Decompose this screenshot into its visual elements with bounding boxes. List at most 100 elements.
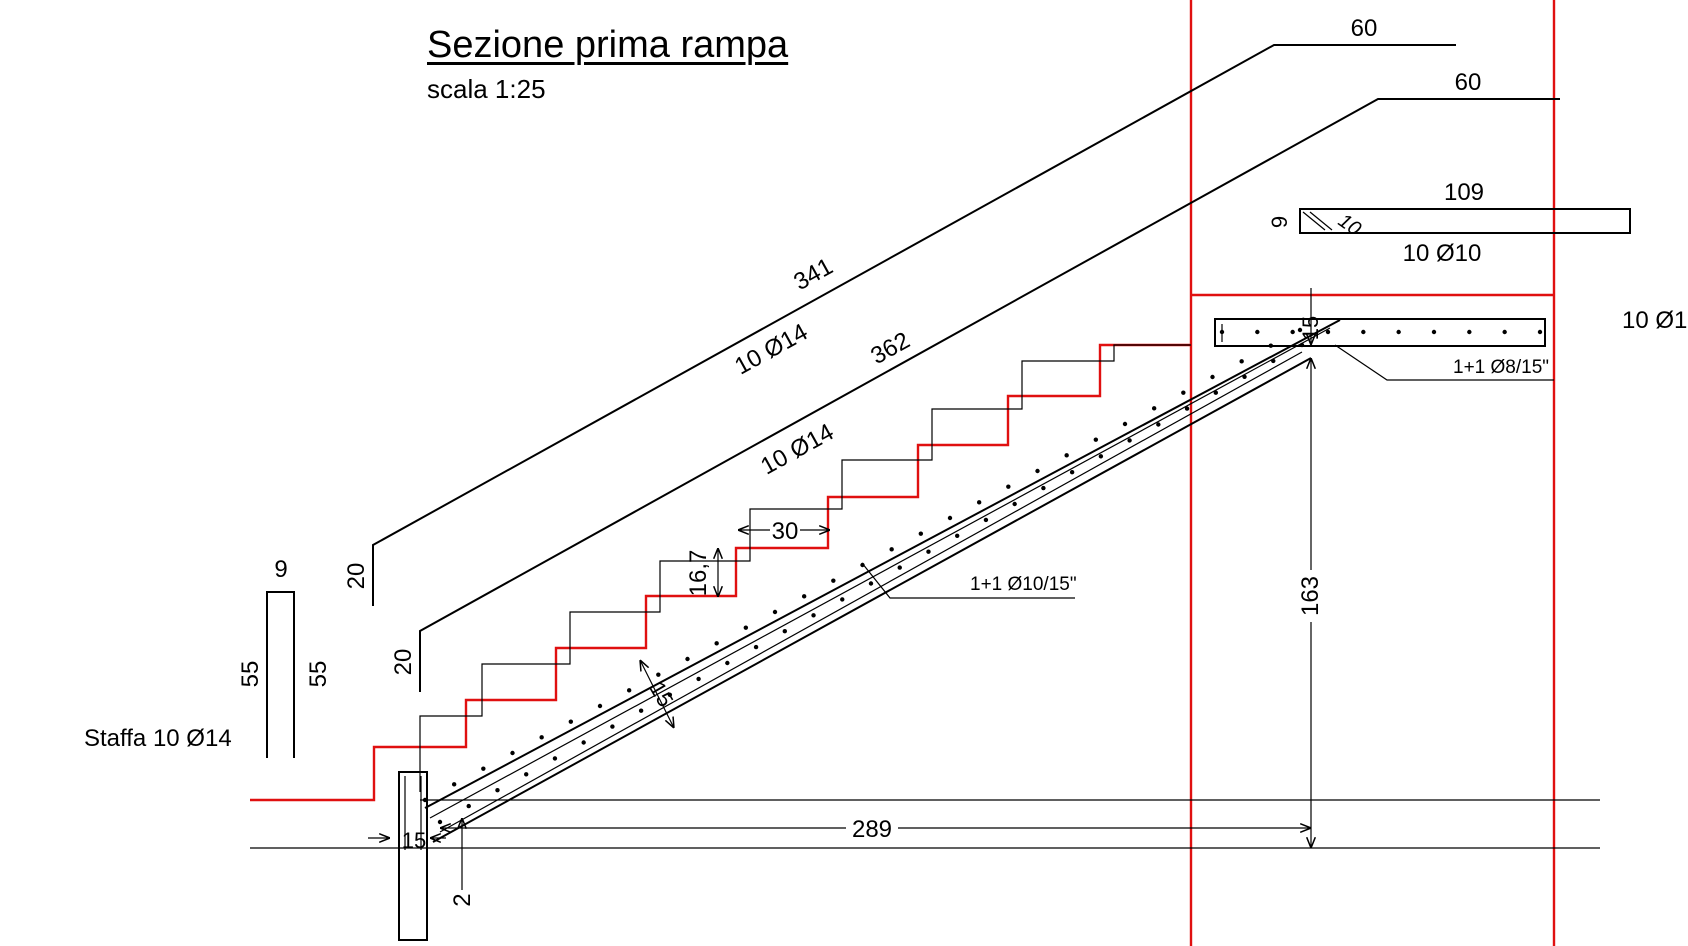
- rebar-dot: [1537, 329, 1543, 335]
- rebar-dot: [714, 641, 719, 646]
- rebar-dot: [753, 644, 759, 650]
- rebar-dot: [1361, 329, 1366, 335]
- dim-riser-label: 16,7: [685, 550, 712, 597]
- rebar-dot: [801, 594, 807, 599]
- dim-slab-label: 15: [645, 677, 679, 711]
- rebar-dot: [743, 625, 749, 630]
- landing-bar-hook-line-1: [1302, 211, 1326, 231]
- stirrup-leg-right-label: 55: [305, 661, 332, 688]
- landing-rebar-cage: [1214, 318, 1546, 347]
- rebar-dot: [685, 656, 690, 662]
- rebar-dot: [1122, 421, 1128, 427]
- landing-bar-length-label: 109: [1444, 179, 1484, 206]
- rebar-dot: [451, 782, 457, 787]
- rebar-dot: [840, 597, 845, 602]
- slab-rebar-top-inner: [429, 327, 1331, 819]
- rebar-dot: [568, 719, 574, 724]
- rebar-dot: [897, 565, 902, 570]
- rebar-dot: [1213, 390, 1219, 395]
- rebar-dot: [1297, 327, 1303, 333]
- rebar-dot: [422, 797, 428, 803]
- rebar-dot: [983, 517, 989, 523]
- leader-landing-stirrups-label: 1+1 Ø8/15": [1453, 357, 1549, 378]
- rebar-dot: [811, 613, 816, 618]
- dim-beam-label: 15: [402, 828, 426, 853]
- rebar-dot: [552, 756, 558, 761]
- landing-bar-shape: [1299, 208, 1631, 234]
- bar-upper-length-label: 341: [789, 253, 837, 296]
- rebar-dot: [1006, 484, 1011, 489]
- rebar-dot: [926, 549, 931, 554]
- dim-slab-line: [640, 660, 674, 728]
- rebar-dot: [976, 500, 982, 505]
- landing-bar-hook-label: 10: [1334, 210, 1365, 241]
- rebar-dot: [481, 766, 486, 771]
- rebar-dot: [1012, 501, 1017, 507]
- rebar-dot: [782, 629, 787, 634]
- drawing-title: Sezione prima rampa: [427, 24, 789, 66]
- rebar-dot: [510, 750, 515, 756]
- rebar-dot: [1242, 374, 1247, 379]
- stirrup-spec-label: Staffa 10 Ø14: [84, 725, 232, 752]
- rebar-dot: [868, 581, 874, 586]
- stirrup-leg-left-label: 55: [237, 661, 264, 688]
- bar-lower-shape: [419, 98, 1560, 692]
- landing-bar-spec-label: 10 Ø10: [1403, 240, 1482, 267]
- rebar-dot: [696, 676, 701, 682]
- rebar-dot: [918, 531, 924, 536]
- rebar-dot: [437, 819, 443, 825]
- stair-finish-profile: [250, 343, 1191, 802]
- stirrup-shape: [266, 591, 295, 758]
- bar-upper-spec-label: 10 Ø14: [730, 319, 812, 381]
- rebar-dot: [1098, 454, 1104, 459]
- rebar-dot: [495, 788, 500, 793]
- dim-landing-label: 15: [1298, 316, 1323, 340]
- rebar-dot: [1181, 390, 1186, 395]
- leader-landing-stirrups: [1334, 344, 1554, 381]
- concrete-step-profile: [419, 344, 1191, 792]
- rebar-dot: [947, 515, 953, 521]
- rebar-dot: [626, 688, 632, 693]
- rebar-dot: [1467, 329, 1472, 335]
- landing-side-spec-label: 10 Ø1: [1622, 307, 1687, 334]
- rebar-dot: [725, 660, 730, 666]
- drawing-subtitle: scala 1:25: [427, 74, 546, 104]
- rebar-dot: [1396, 329, 1401, 335]
- dim-offset-label: 2: [449, 893, 476, 906]
- rebar-dot: [1184, 406, 1190, 411]
- rebar-dot: [524, 772, 529, 777]
- rebar-dot: [581, 740, 586, 745]
- rebar-dot: [1431, 329, 1437, 335]
- rebar-dot: [656, 672, 661, 677]
- slab-soffit: [432, 357, 1312, 843]
- rebar-dot: [466, 803, 471, 809]
- bar-lower-length-label: 362: [866, 327, 914, 370]
- dim-height-label: 163: [1297, 576, 1324, 616]
- bar-lower-hook-label: 60: [1455, 69, 1482, 96]
- rebar-dots-top: [422, 327, 1303, 803]
- rebar-dot: [1041, 485, 1046, 491]
- rebar-dot: [1268, 343, 1274, 348]
- slab-rebar-top: [424, 319, 1341, 809]
- landing-bar-hook-line-2: [1309, 211, 1333, 231]
- rebar-dot: [1127, 438, 1132, 443]
- rebar-dot: [1069, 470, 1075, 475]
- rebar-dot: [1219, 329, 1225, 335]
- rebar-dot: [1271, 358, 1276, 364]
- rebar-dot: [1156, 422, 1161, 427]
- rebar-dot: [1239, 359, 1244, 364]
- bar-lower-leg-label: 20: [390, 649, 417, 676]
- dim-span-label: 289: [852, 816, 892, 843]
- rebar-dot: [1151, 406, 1157, 411]
- rebar-dots-bottom: [437, 342, 1305, 825]
- bar-upper-leg-label: 20: [343, 563, 370, 590]
- rebar-dot: [1290, 329, 1295, 335]
- rebar-dot: [831, 578, 836, 583]
- rebar-dots-landing: [1219, 329, 1543, 335]
- leader-ramp-stirrups: [861, 562, 1075, 599]
- rebar-dot: [1093, 437, 1099, 442]
- rebar-dot: [1035, 468, 1040, 474]
- bar-lower-spec-label: 10 Ø14: [756, 419, 838, 481]
- foundation-beam: [398, 771, 428, 941]
- rebar-dot: [610, 724, 615, 729]
